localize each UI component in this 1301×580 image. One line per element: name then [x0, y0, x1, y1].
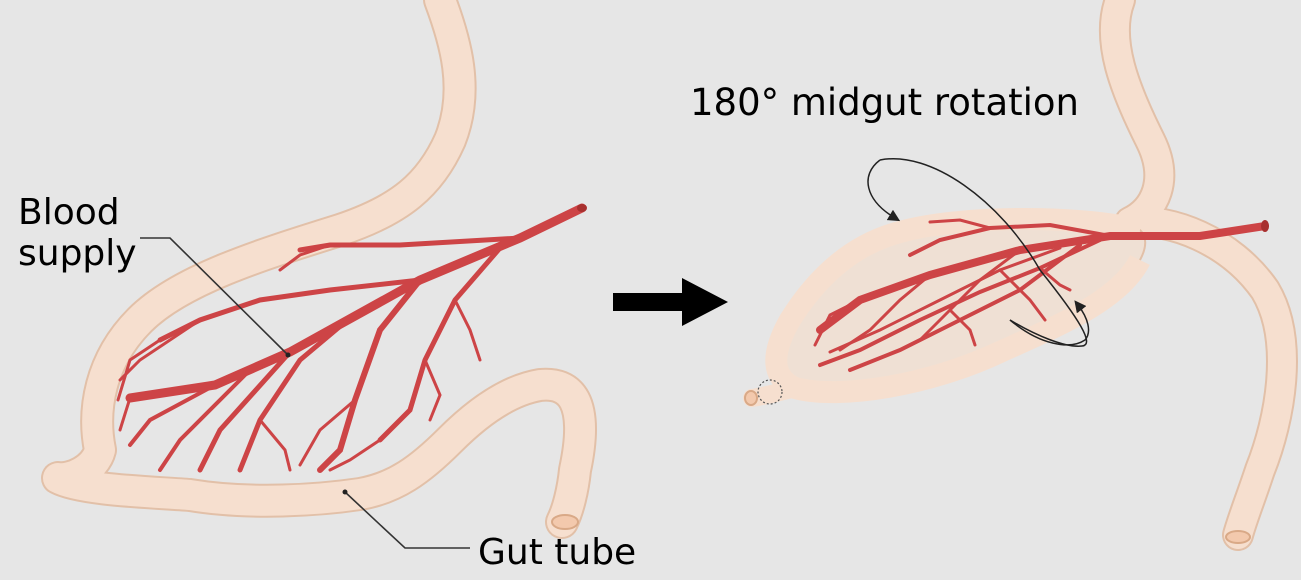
gut-tube-label: Gut tube	[478, 532, 636, 573]
blood-supply-label-line2: supply	[18, 233, 137, 274]
left-panel-illustration	[58, 0, 587, 548]
blood-supply-label-line1: Blood	[18, 192, 137, 233]
gut-tube-leader-dot	[343, 490, 348, 495]
right-arrow-icon	[613, 278, 728, 326]
rotation-label: 180° midgut rotation	[690, 82, 1079, 125]
blood-supply-label: Blood supply	[18, 192, 137, 275]
blood-vessels-left	[118, 204, 587, 470]
blood-supply-leader-dot	[286, 353, 291, 358]
